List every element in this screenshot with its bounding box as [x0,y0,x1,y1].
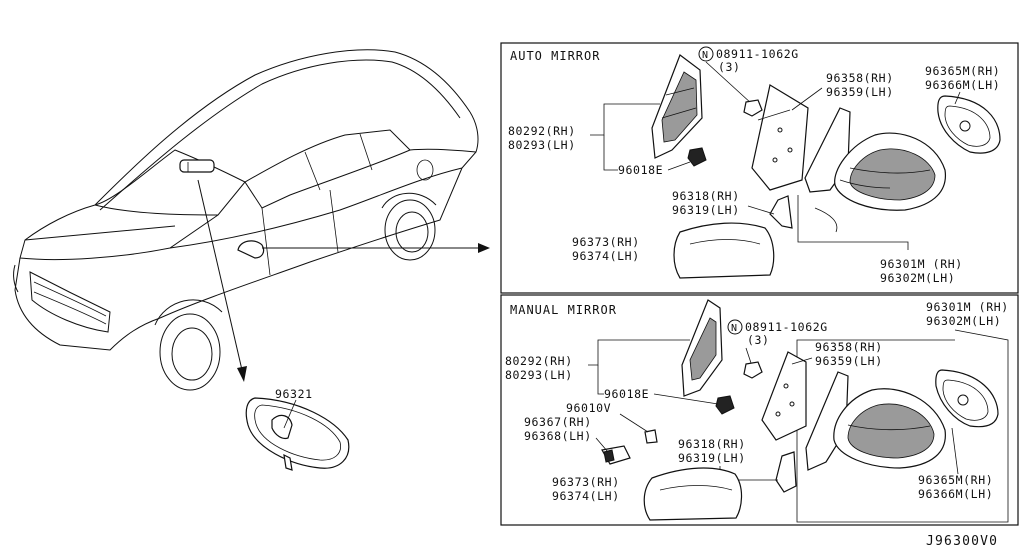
manual-nut-part: 08911-1062G [745,320,828,334]
manual-garnish-rh: 80292(RH) [505,354,573,368]
manual-glass-rh: 96365M(RH) [918,473,993,487]
auto-clip-label: 96018E [618,163,663,177]
diagram-code: J96300V0 [926,534,998,549]
manual-cover-rh: 96373(RH) [552,475,620,489]
auto-garnish-lh: 80293(LH) [508,138,576,152]
manual-nut-symbol: N [731,323,738,334]
nut-symbol-icon [698,46,714,62]
auto-garnish-rh: 80292(RH) [508,124,576,138]
manual-nut-symbol-icon [727,319,743,335]
manual-screw-label: 96010V [566,401,611,415]
auto-base-rh: 96358(RH) [826,71,894,85]
manual-nut-qty: (3) [747,333,770,347]
manual-mirror-frame [500,294,1019,526]
auto-cover-inner-lh: 96319(LH) [672,203,740,217]
auto-cover-lh: 96374(LH) [572,249,640,263]
auto-cover-rh: 96373(RH) [572,235,640,249]
auto-nut-qty: (3) [718,60,741,74]
manual-mirror-panel: MANUAL MIRROR 96301M (RH) 96302M(LH) N 0… [500,294,1019,526]
car-illustration [13,49,479,391]
manual-knob-rh: 96367(RH) [524,415,592,429]
manual-cover-inner-rh: 96318(RH) [678,437,746,451]
auto-glass-lh: 96366M(LH) [925,78,1000,92]
auto-assy-rh: 96301M (RH) [880,257,963,271]
auto-mirror-frame [500,42,1019,294]
pointer-arrows [197,179,490,382]
manual-cover-inner-lh: 96319(LH) [678,451,746,465]
auto-mirror-panel: AUTO MIRROR N 08911-1062G (3) 80292(RH) … [500,42,1019,294]
manual-clip-label: 96018E [604,387,649,401]
inner-mirror-label: 96321 [275,387,313,401]
manual-assy-lh: 96302M(LH) [926,314,1001,328]
auto-base-lh: 96359(LH) [826,85,894,99]
manual-cover-lh: 96374(LH) [552,489,620,503]
manual-assy-rh: 96301M (RH) [926,300,1009,314]
auto-nut-part: 08911-1062G [716,47,799,61]
manual-base-lh: 96359(LH) [815,354,883,368]
manual-mirror-title: MANUAL MIRROR [510,303,617,317]
manual-garnish-lh: 80293(LH) [505,368,573,382]
manual-glass-lh: 96366M(LH) [918,487,993,501]
auto-mirror-title: AUTO MIRROR [510,49,600,63]
auto-glass-rh: 96365M(RH) [925,64,1000,78]
manual-base-rh: 96358(RH) [815,340,883,354]
auto-assy-lh: 96302M(LH) [880,271,955,285]
auto-nut-symbol: N [702,50,709,61]
auto-cover-inner-rh: 96318(RH) [672,189,740,203]
manual-knob-lh: 96368(LH) [524,429,592,443]
inner-mirror: 96321 [245,387,350,471]
